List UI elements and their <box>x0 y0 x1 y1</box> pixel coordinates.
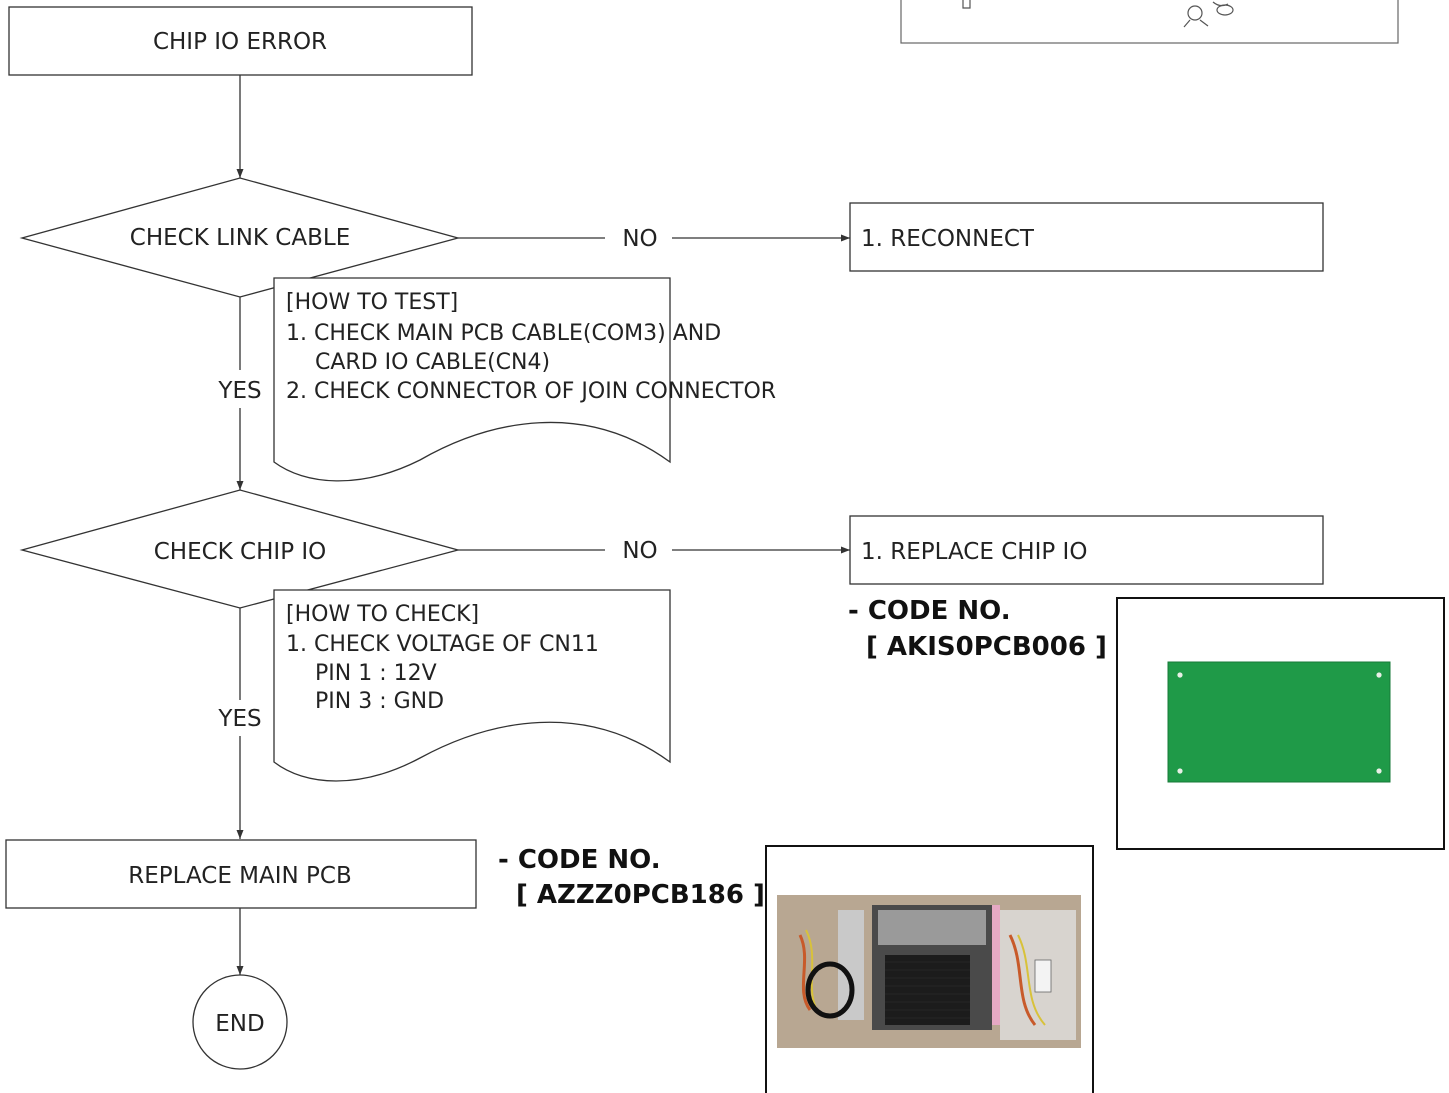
note-check-line-2: 1. CHECK VOLTAGE OF CN11 <box>286 632 599 657</box>
note-test-line-2: 1. CHECK MAIN PCB CABLE(COM3) AND <box>286 321 721 346</box>
action-reconnect-label: 1. RECONNECT <box>861 226 1035 252</box>
start-box: CHIP IO ERROR <box>8 6 473 76</box>
decision-link-label: CHECK LINK CABLE <box>130 225 350 251</box>
replace-main-label: REPLACE MAIN PCB <box>128 863 352 889</box>
start-label: CHIP IO ERROR <box>153 29 327 55</box>
end-label: END <box>215 1011 264 1037</box>
note-test-line-3: CARD IO CABLE(CN4) <box>315 350 550 375</box>
code-chip-value: [ AKIS0PCB006 ] <box>866 632 1107 662</box>
note-check-line-4: PIN 3 : GND <box>315 689 444 714</box>
note-check-line-3: PIN 1 : 12V <box>315 661 437 686</box>
note-check-line-1: [HOW TO CHECK] <box>286 602 479 627</box>
action-replace-chip-box: 1. REPLACE CHIP IO <box>849 515 1324 585</box>
action-reconnect-box: 1. RECONNECT <box>849 202 1324 272</box>
action-replace-chip-label: 1. REPLACE CHIP IO <box>861 539 1087 565</box>
decision-chip-label: CHECK CHIP IO <box>154 539 327 565</box>
main-pcb-board-image <box>765 845 1094 1093</box>
code-chip-title: - CODE NO. <box>848 596 1011 626</box>
decision-check-chip-io: CHECK CHIP IO <box>19 489 461 609</box>
decision-check-link-cable: CHECK LINK CABLE <box>19 177 461 298</box>
code-main-title: - CODE NO. <box>498 845 661 875</box>
note-how-to-test: [HOW TO TEST] 1. CHECK MAIN PCB CABLE(CO… <box>273 277 776 482</box>
top-panel-partial-image <box>900 0 1399 44</box>
code-main-value: [ AZZZ0PCB186 ] <box>516 880 765 910</box>
yes-label-2: YES <box>217 706 261 732</box>
note-test-line-1: [HOW TO TEST] <box>286 290 458 315</box>
end-terminal: END <box>192 974 288 1070</box>
no-label-2: NO <box>622 538 657 564</box>
note-test-line-4: 2. CHECK CONNECTOR OF JOIN CONNECTOR <box>286 379 776 404</box>
yes-label-1: YES <box>217 378 261 404</box>
chip-io-board-image <box>1116 597 1445 850</box>
replace-main-pcb-box: REPLACE MAIN PCB <box>5 839 477 909</box>
note-how-to-check: [HOW TO CHECK] 1. CHECK VOLTAGE OF CN11 … <box>273 589 671 782</box>
no-label-1: NO <box>622 226 657 252</box>
